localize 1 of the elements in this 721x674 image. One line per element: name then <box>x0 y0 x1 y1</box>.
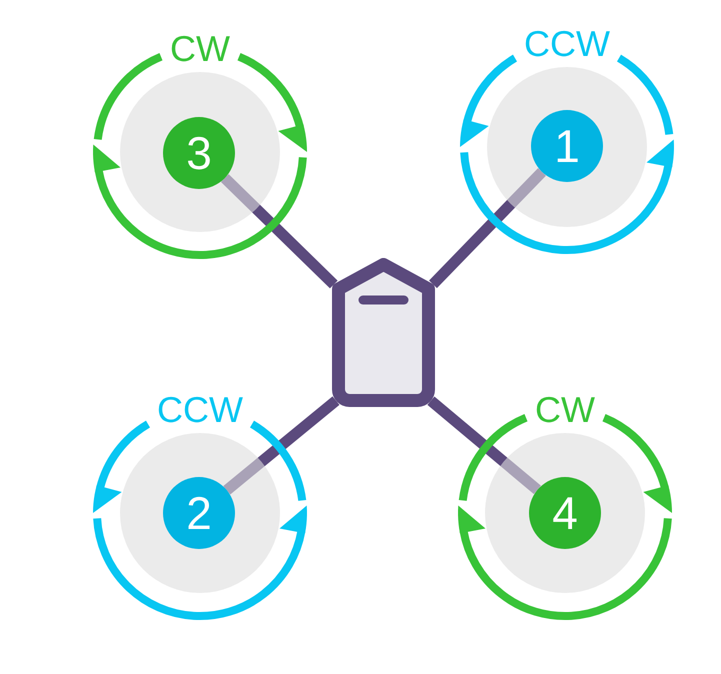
drone-body <box>332 258 435 407</box>
